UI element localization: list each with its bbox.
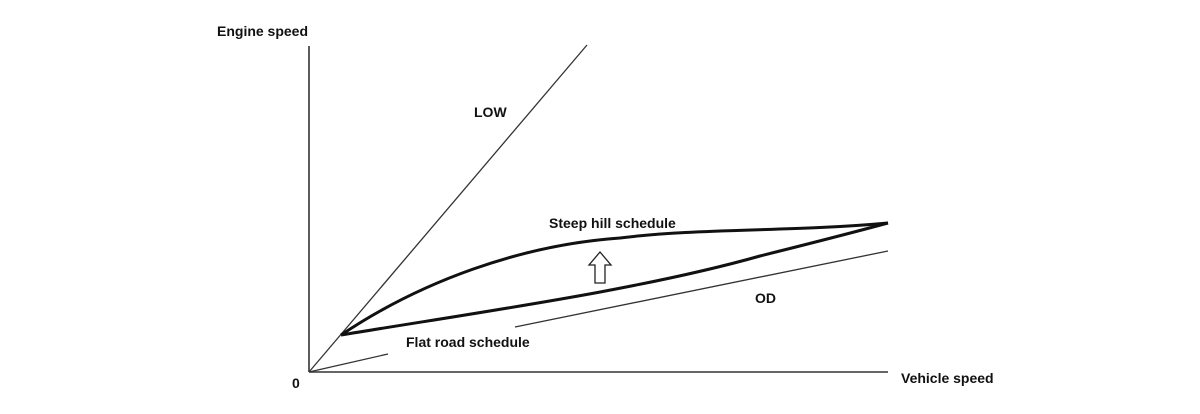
od-ratio-line-lower [308, 353, 389, 373]
flat-road-schedule-curve [340, 221, 889, 337]
x-axis-label: Vehicle speed [901, 370, 994, 386]
origin-label: 0 [292, 375, 300, 391]
od-ratio-line-upper [514, 250, 889, 328]
low-ratio-line [308, 44, 588, 373]
steep-hill-schedule-label: Steep hill schedule [549, 215, 676, 231]
flat-road-schedule-label: Flat road schedule [406, 334, 530, 350]
up-arrow-outline-icon [587, 250, 613, 284]
low-line-label: LOW [474, 104, 507, 120]
od-line-label: OD [755, 290, 776, 306]
y-axis-label: Engine speed [217, 23, 308, 39]
steep-hill-schedule-curve [340, 221, 889, 337]
